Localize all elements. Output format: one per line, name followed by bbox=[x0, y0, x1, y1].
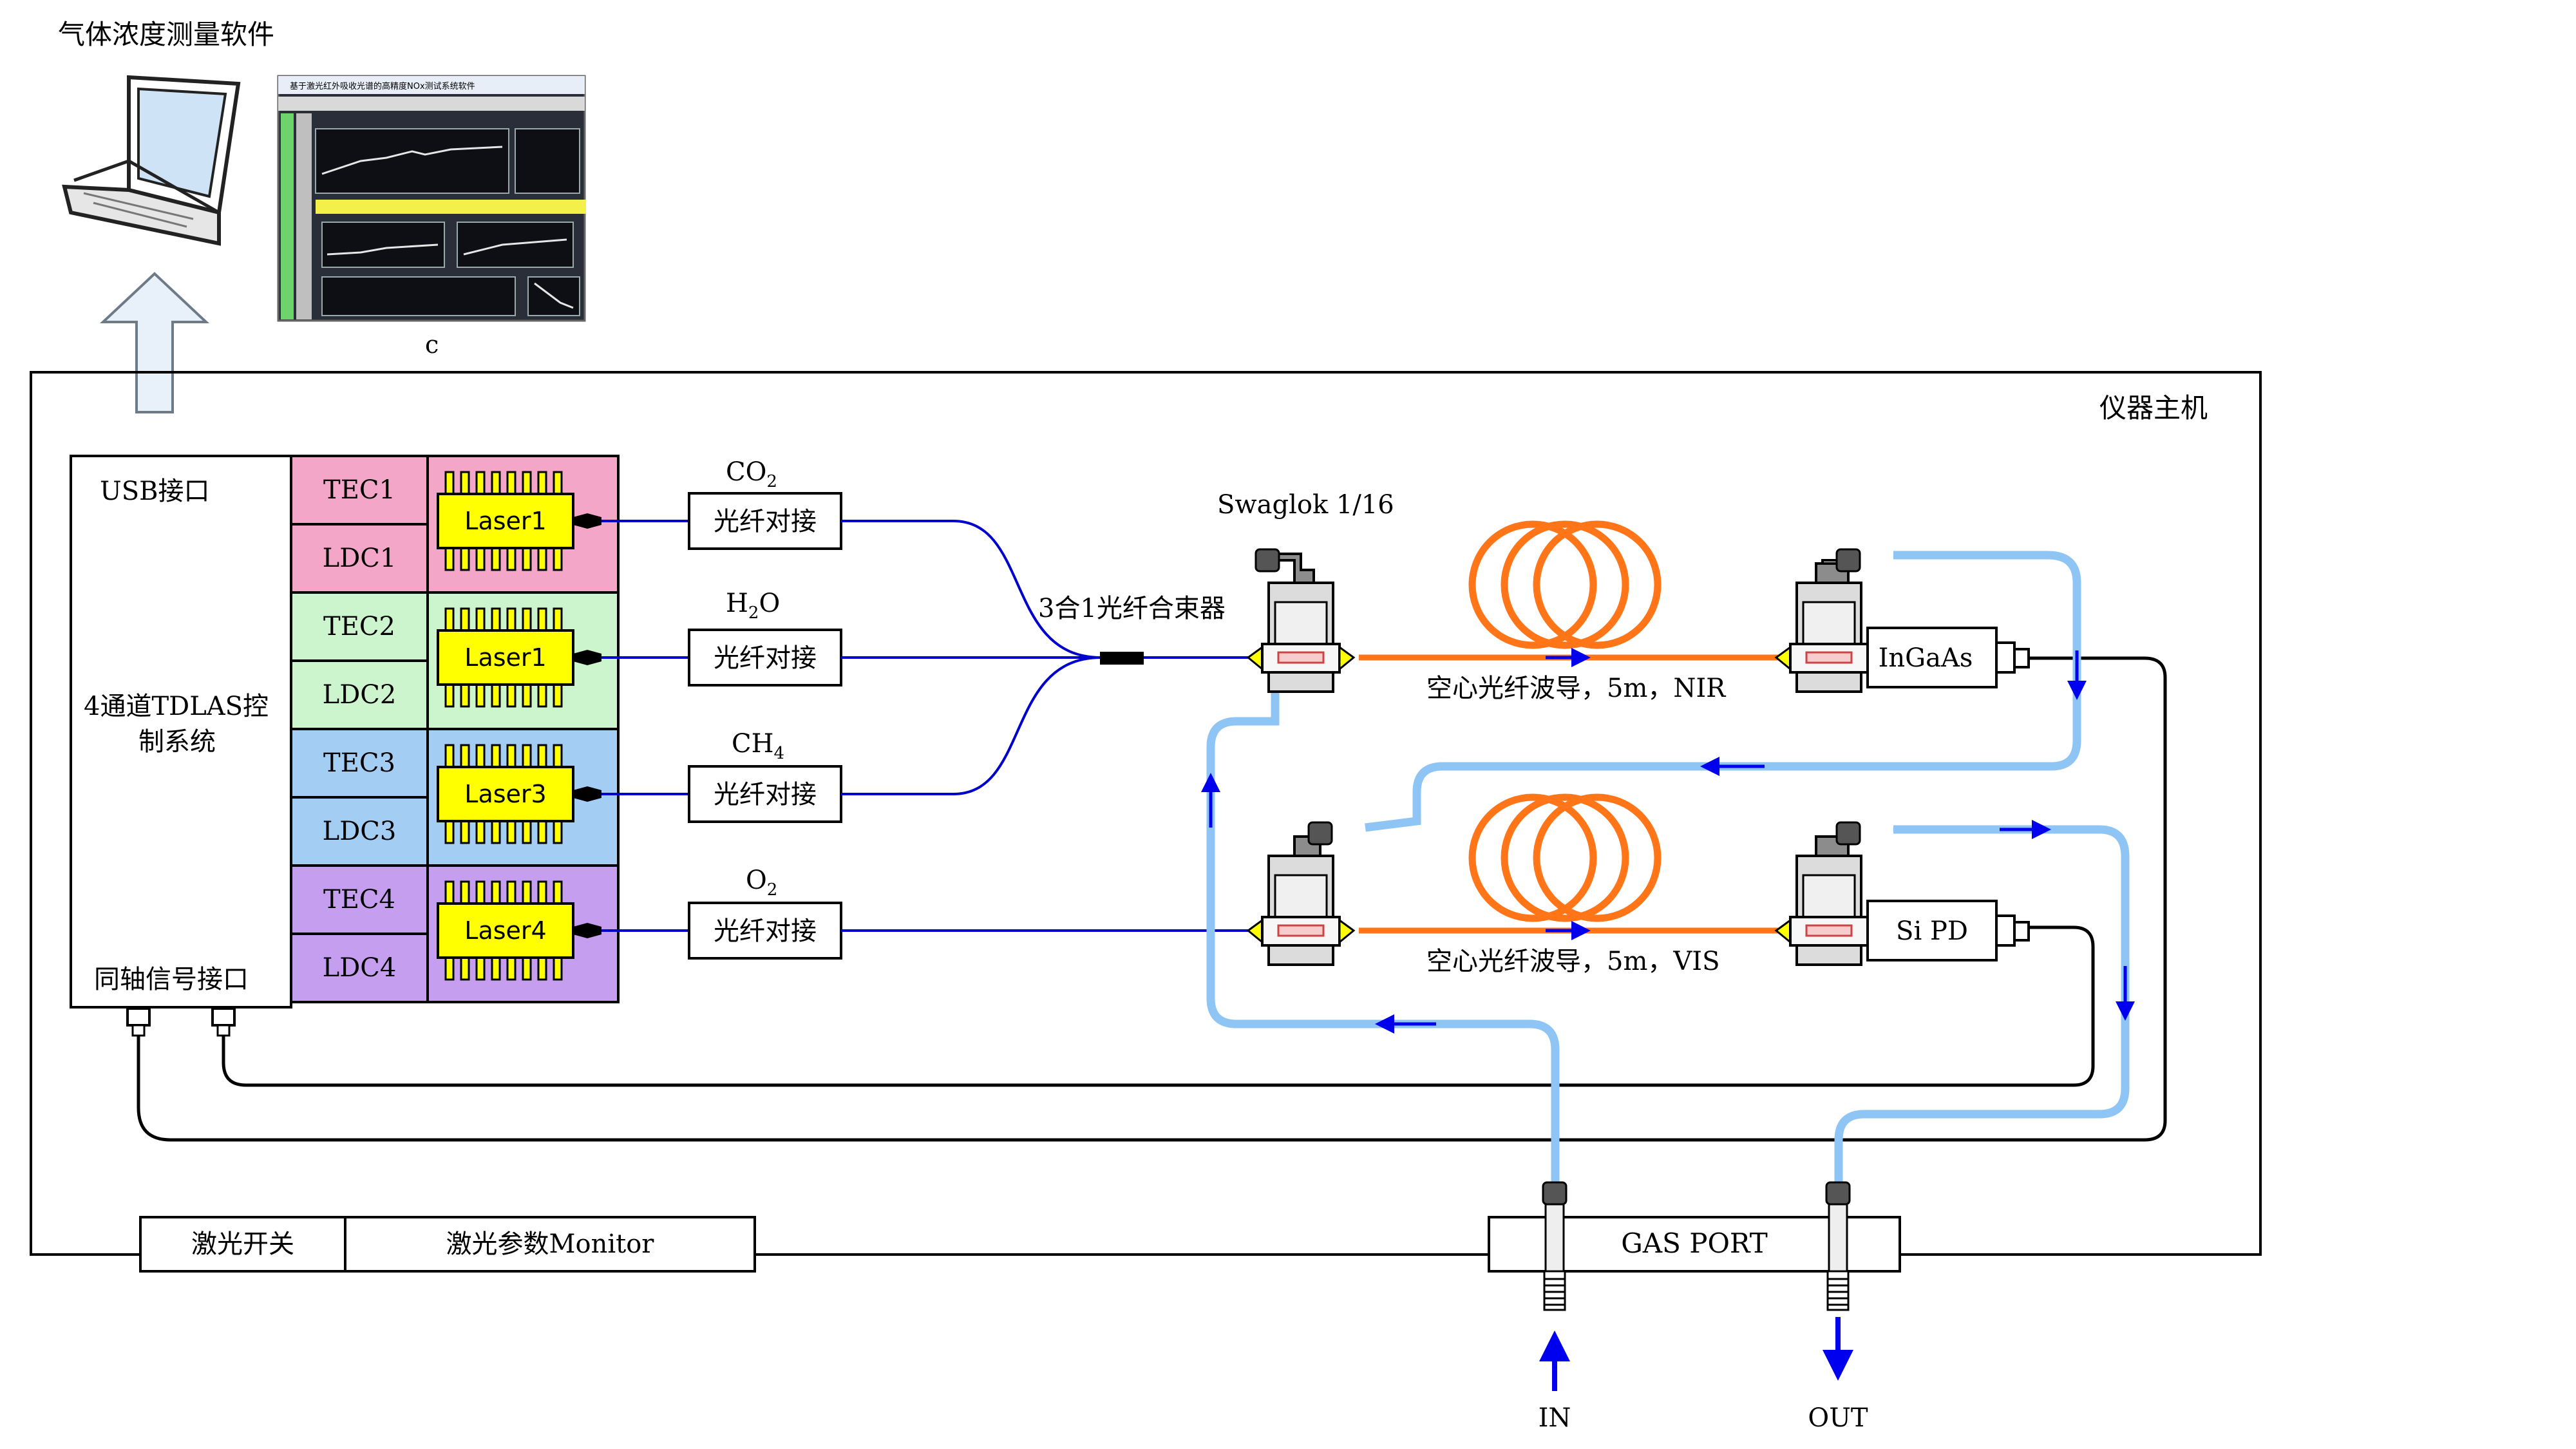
gas-in-label: IN bbox=[1539, 1403, 1571, 1433]
laser2-label: Laser1 bbox=[464, 643, 546, 672]
detector-sipd bbox=[1866, 900, 2030, 961]
coupler-1-label: 光纤对接 bbox=[714, 507, 817, 536]
coupler-3-label: 光纤对接 bbox=[714, 780, 817, 810]
hollow-fiber-vis bbox=[1359, 793, 1803, 940]
laser1-label: Laser1 bbox=[464, 507, 546, 535]
gas-out-label: OUT bbox=[1808, 1403, 1868, 1433]
waveguide-vis-label: 空心光纤波导，5m，VIS bbox=[1426, 947, 1719, 976]
software-screenshot: 基于激光红外吸收光谱的高精度NOx测试系统软件 bbox=[277, 75, 586, 322]
tec4-label: TEC4 bbox=[323, 885, 395, 914]
cable-sipd bbox=[222, 925, 2095, 1087]
tec3-label: TEC3 bbox=[323, 748, 395, 778]
coax-label: 同轴信号接口 bbox=[94, 965, 249, 994]
gas-port-out-fitting bbox=[1825, 1181, 1851, 1311]
usb-up-arrow-icon bbox=[99, 272, 210, 413]
swagelok-fitting-4 bbox=[1774, 821, 1869, 966]
swagelok-label: Swaglok 1/16 bbox=[1217, 490, 1394, 520]
gas-tubes bbox=[1206, 551, 2130, 1190]
laser3-label: Laser3 bbox=[464, 780, 546, 808]
detector-ingaas-label: InGaAs bbox=[1879, 643, 1973, 673]
control-box bbox=[70, 455, 292, 1009]
ldc4-label: LDC4 bbox=[323, 953, 397, 983]
software-caption: 气体浓度测量软件 bbox=[58, 19, 274, 50]
swagelok-fitting-3 bbox=[1246, 821, 1356, 966]
label-c: c bbox=[425, 330, 439, 359]
system-label-2: 制系统 bbox=[138, 727, 216, 757]
laser-switch-box bbox=[139, 1216, 346, 1273]
waveguide-nir-label: 空心光纤波导，5m，NIR bbox=[1426, 674, 1727, 703]
gas-port-label: GAS PORT bbox=[1621, 1227, 1768, 1259]
combiner-label: 3合1光纤合束器 bbox=[1038, 594, 1226, 623]
monitor-box bbox=[344, 1216, 756, 1273]
swagelok-fitting-1 bbox=[1246, 548, 1356, 693]
laser4-label: Laser4 bbox=[464, 916, 546, 945]
coax-connector-1 bbox=[126, 1007, 151, 1037]
detector-ingaas bbox=[1866, 627, 2030, 688]
ldc1-label: LDC1 bbox=[323, 544, 397, 573]
coax-connector-2 bbox=[211, 1007, 236, 1037]
host-title: 仪器主机 bbox=[2099, 392, 2208, 424]
detector-sipd-label: Si PD bbox=[1896, 916, 1968, 946]
gas-label-o2: O2 bbox=[746, 866, 777, 900]
gas-label-h2o: H2O bbox=[726, 589, 780, 623]
gas-label-ch4: CH4 bbox=[732, 729, 784, 763]
laptop-icon bbox=[62, 75, 241, 246]
gas-port-in-fitting bbox=[1542, 1181, 1567, 1311]
coupler-2-label: 光纤对接 bbox=[714, 643, 817, 673]
tec2-label: TEC2 bbox=[323, 612, 395, 641]
monitor-label: 激光参数Monitor bbox=[446, 1229, 655, 1259]
host-frame bbox=[30, 371, 2262, 1256]
swagelok-fitting-2 bbox=[1774, 548, 1869, 693]
gas-label-co2: CO2 bbox=[726, 457, 777, 491]
fibers-to-combiner bbox=[841, 520, 1262, 932]
ldc3-label: LDC3 bbox=[323, 817, 397, 846]
fiber-coupler-4 bbox=[688, 902, 842, 960]
ldc2-label: LDC2 bbox=[323, 680, 397, 710]
screenshot-title: 基于激光红外吸收光谱的高精度NOx测试系统软件 bbox=[290, 81, 475, 91]
usb-label: USB接口 bbox=[100, 477, 210, 506]
cable-ingaas bbox=[137, 656, 2167, 1142]
coupler-4-label: 光纤对接 bbox=[714, 916, 817, 946]
system-label-1: 4通道TDLAS控 bbox=[84, 692, 269, 721]
fiber-coupler-1 bbox=[688, 492, 842, 550]
laser-switch-label: 激光开关 bbox=[191, 1229, 294, 1259]
combiner-icon bbox=[1100, 652, 1144, 665]
tec1-label: TEC1 bbox=[323, 475, 395, 505]
hollow-fiber-nir bbox=[1359, 520, 1803, 667]
